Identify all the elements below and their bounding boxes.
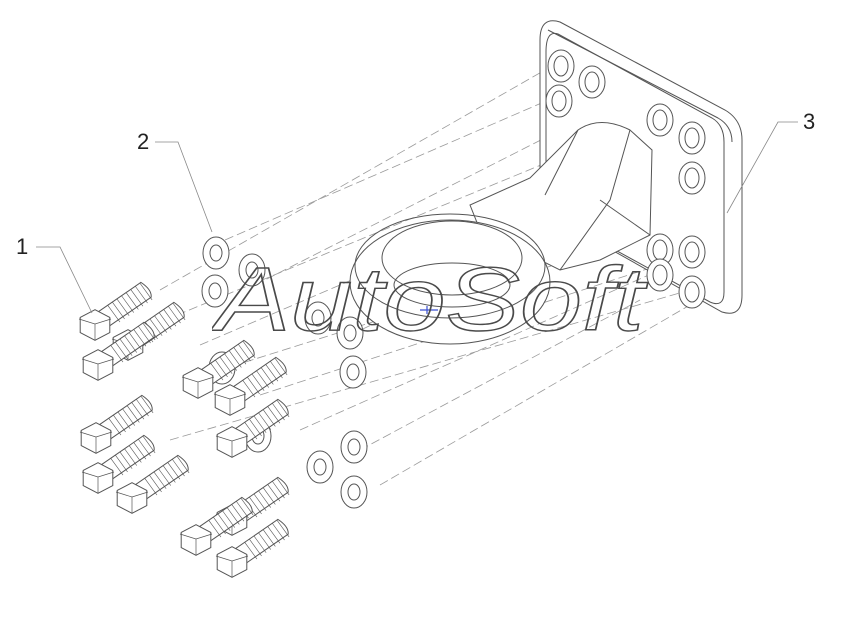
hex-bolt [213,356,288,416]
hex-bolt [215,518,290,578]
callout-label-2: 2 [137,129,150,154]
callout-label-3: 3 [803,109,816,134]
hex-bolt [79,394,154,454]
autosoft-watermark-logo: AutoSoft [212,249,650,348]
hex-bolt [181,339,256,399]
callout-label-1: 1 [16,234,29,259]
flange-bolt-holes [545,49,706,309]
leader-lines [36,121,798,314]
hex-bolt [115,454,190,514]
hex-bolt [81,321,156,381]
hex-bolt [215,398,290,458]
watermark-text: AutoSoft [212,250,649,348]
hex-bolt [78,281,153,341]
hex-bolt [81,434,156,494]
tow-eye-flange-part-3 [349,20,743,345]
hex-bolt [179,496,254,556]
hex-bolts-part-1 [78,281,290,578]
